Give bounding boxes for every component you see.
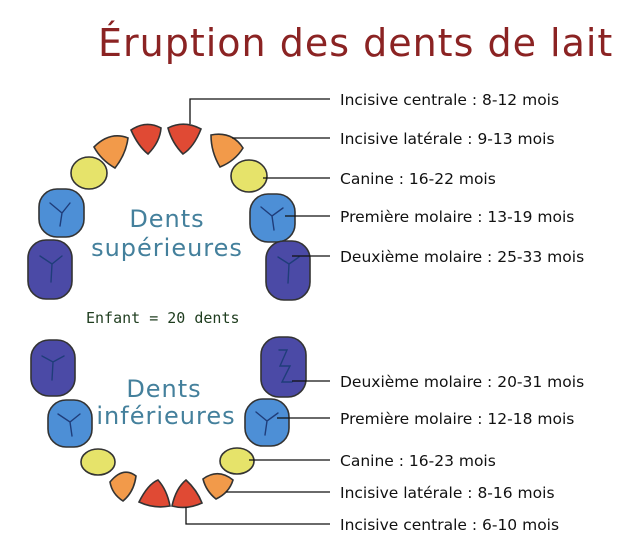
upper-left-lateral-incisor: [93, 135, 129, 170]
lower-jaw: Dents inférieures Deuxième molaire : 20-…: [30, 336, 584, 534]
lower-left-lateral-incisor: [109, 471, 137, 502]
lower-left-central-incisor: [137, 479, 171, 508]
upper-right-canine: [230, 159, 268, 193]
lower-right-canine: [219, 447, 255, 475]
lower-right-second-molar: [260, 336, 307, 398]
label-lower-central-incisor: Incisive centrale : 6-10 mois: [340, 516, 559, 534]
leader-upper-central-incisor: [189, 98, 330, 124]
upper-jaw-label-line1: Dents: [129, 205, 204, 233]
label-lower-canine: Canine : 16-23 mois: [340, 452, 496, 470]
upper-left-second-molar: [27, 239, 73, 300]
lower-right-central-incisor: [171, 478, 204, 509]
tooth-count-note: Enfant = 20 dents: [86, 309, 240, 327]
upper-right-central-incisor: [167, 123, 203, 156]
lower-left-canine: [80, 448, 116, 476]
upper-left-canine: [70, 156, 108, 190]
upper-right-lateral-incisor: [210, 133, 244, 168]
lower-jaw-label-line2: inférieures: [96, 402, 235, 430]
leader-lower-central-incisor: [185, 507, 330, 525]
label-upper-lateral-incisor: Incisive latérale : 9-13 mois: [340, 130, 555, 148]
lower-right-lateral-incisor: [202, 472, 234, 500]
label-lower-first-molar: Première molaire : 12-18 mois: [340, 410, 574, 428]
label-lower-second-molar: Deuxième molaire : 20-31 mois: [340, 373, 584, 391]
label-upper-canine: Canine : 16-22 mois: [340, 170, 496, 188]
upper-jaw: Dents supérieures Incisive centrale : 8-…: [27, 91, 584, 301]
page-title: Éruption des dents de lait: [98, 21, 613, 65]
label-upper-central-incisor: Incisive centrale : 8-12 mois: [340, 91, 559, 109]
lower-jaw-label-line1: Dents: [126, 375, 201, 403]
label-lower-lateral-incisor: Incisive latérale : 8-16 mois: [340, 484, 555, 502]
upper-jaw-label-line2: supérieures: [91, 234, 243, 262]
label-upper-first-molar: Première molaire : 13-19 mois: [340, 208, 574, 226]
upper-left-central-incisor: [129, 123, 162, 156]
label-upper-second-molar: Deuxième molaire : 25-33 mois: [340, 248, 584, 266]
